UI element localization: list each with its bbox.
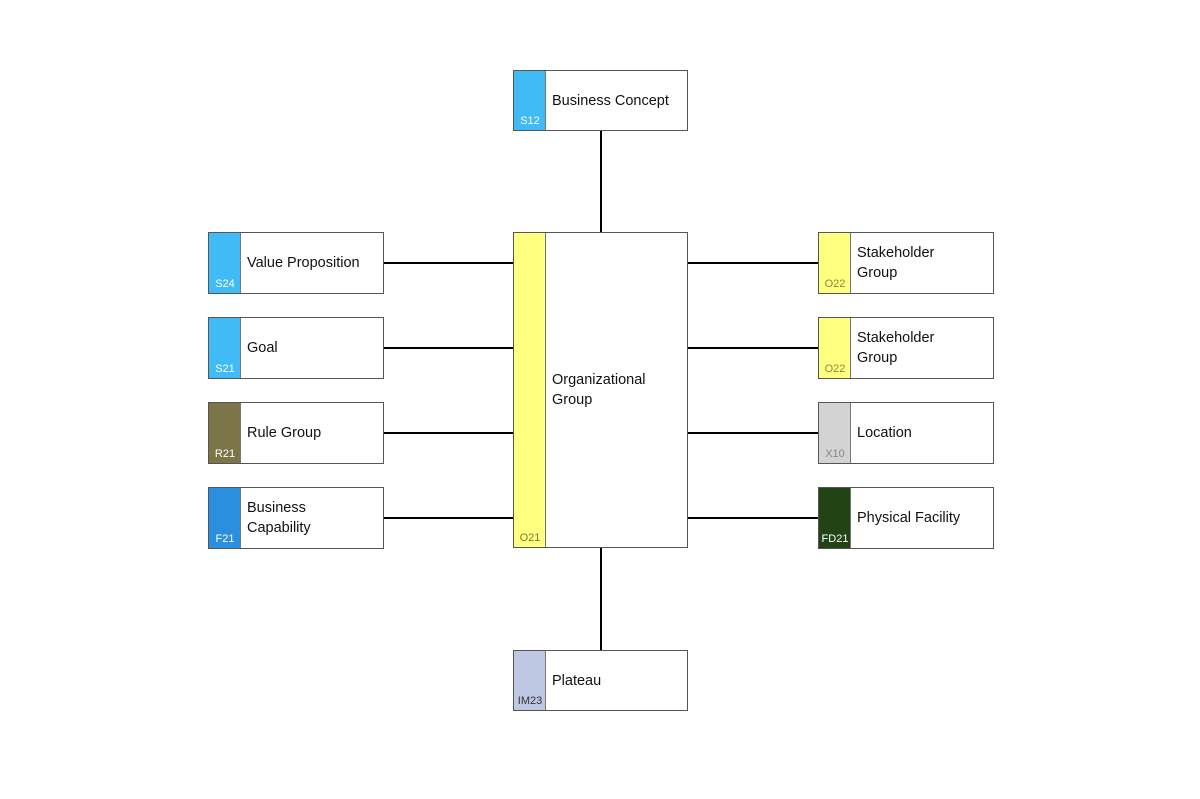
node-label: Goal xyxy=(247,340,278,356)
node-label: Value Proposition xyxy=(247,255,360,271)
node-color-strip xyxy=(819,488,851,548)
node-business-concept[interactable]: S12 Business Concept xyxy=(513,70,688,131)
node-color-strip xyxy=(209,488,241,548)
node-label: Plateau xyxy=(552,672,602,689)
node-color-strip xyxy=(209,233,241,293)
node-code: O22 xyxy=(824,278,846,290)
connector-top xyxy=(600,130,602,233)
node-label: Organizational Group xyxy=(552,372,646,408)
node-label: Stakeholder Group xyxy=(857,330,935,366)
node-color-strip xyxy=(514,651,546,710)
node-label: Location xyxy=(857,425,912,441)
connector-right-3 xyxy=(688,432,819,434)
node-location[interactable]: X10 Location xyxy=(818,402,994,464)
node-code: S21 xyxy=(215,363,235,375)
node-color-strip xyxy=(819,318,851,378)
node-color-strip xyxy=(819,233,851,293)
node-label: Rule Group xyxy=(247,425,322,441)
node-rule-group[interactable]: R21 Rule Group xyxy=(208,402,384,464)
node-stakeholder-group-1[interactable]: O22 Stakeholder Group xyxy=(818,232,994,294)
node-code: FD21 xyxy=(821,533,849,545)
connector-right-2 xyxy=(688,347,819,349)
node-code: R21 xyxy=(214,448,236,460)
node-value-proposition[interactable]: S24 Value Proposition xyxy=(208,232,384,294)
node-code: S24 xyxy=(215,278,235,290)
node-label: Business Concept xyxy=(552,92,669,109)
connector-right-4 xyxy=(688,517,819,519)
node-physical-facility[interactable]: FD21 Physical Facility xyxy=(818,487,994,549)
node-goal[interactable]: S21 Goal xyxy=(208,317,384,379)
node-plateau[interactable]: IM23 Plateau xyxy=(513,650,688,711)
node-label: Business Capability xyxy=(247,500,311,536)
connector-right-1 xyxy=(688,262,819,264)
connector-left-4 xyxy=(383,517,514,519)
node-code: IM23 xyxy=(517,695,543,707)
node-color-strip xyxy=(819,403,851,463)
connector-left-1 xyxy=(383,262,514,264)
node-code: O22 xyxy=(824,363,846,375)
node-color-strip xyxy=(514,233,546,547)
node-stakeholder-group-2[interactable]: O22 Stakeholder Group xyxy=(818,317,994,379)
connector-bottom xyxy=(600,548,602,650)
node-label: Physical Facility xyxy=(857,510,961,526)
connector-left-2 xyxy=(383,347,514,349)
node-code: O21 xyxy=(519,532,541,544)
node-code: F21 xyxy=(215,533,235,545)
node-code: S12 xyxy=(520,115,540,127)
node-color-strip xyxy=(514,71,546,130)
node-business-capability[interactable]: F21 Business Capability xyxy=(208,487,384,549)
node-color-strip xyxy=(209,403,241,463)
node-color-strip xyxy=(209,318,241,378)
node-organizational-group[interactable]: O21 Organizational Group xyxy=(513,232,688,548)
connector-left-3 xyxy=(383,432,514,434)
node-label: Stakeholder Group xyxy=(857,245,935,281)
node-code: X10 xyxy=(825,448,845,460)
